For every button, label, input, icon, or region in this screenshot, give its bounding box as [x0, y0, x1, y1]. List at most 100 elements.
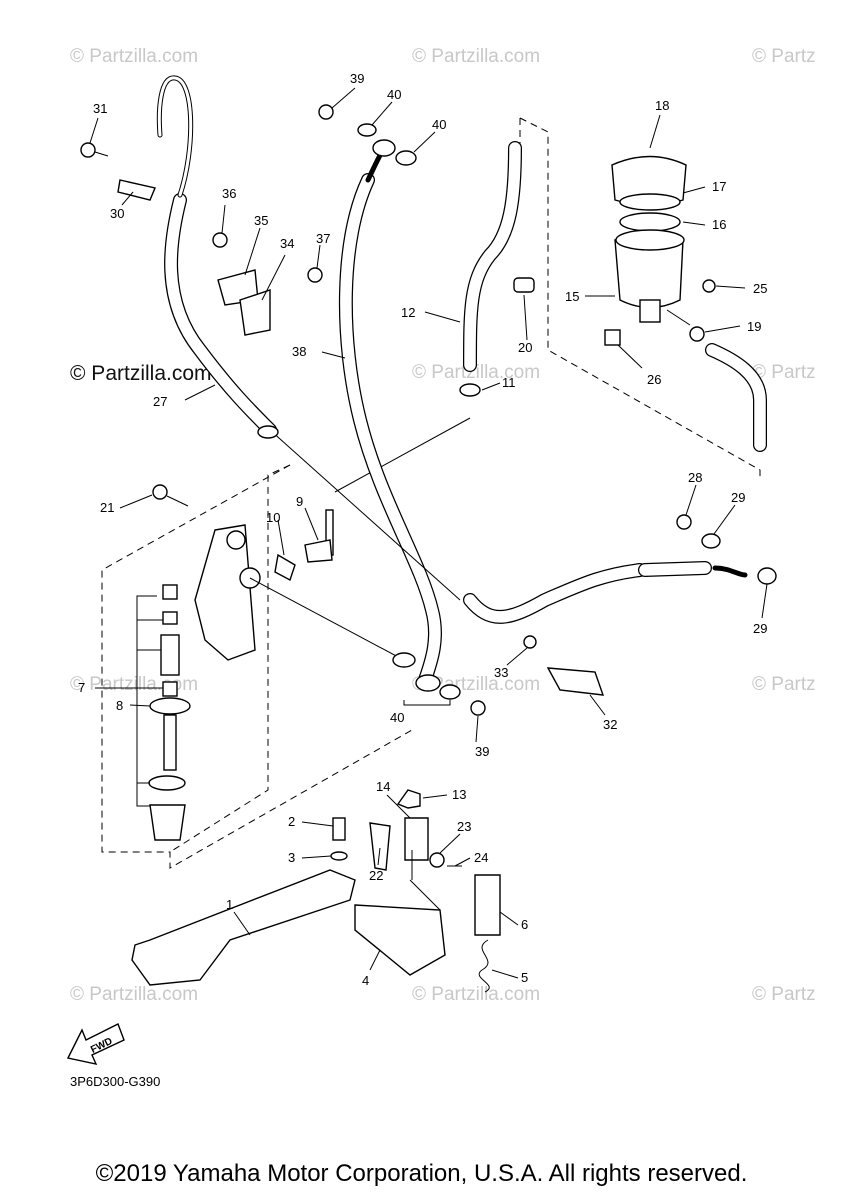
callout-11: 11 — [502, 375, 516, 390]
brake-pedal-1 — [131, 869, 356, 986]
leader-line — [589, 694, 606, 716]
bracket-30 — [117, 179, 156, 201]
callout-32: 32 — [603, 717, 617, 732]
callout-36: 36 — [222, 186, 236, 201]
leader-line — [377, 847, 381, 866]
leader-line — [371, 101, 393, 126]
callout-8: 8 — [116, 698, 123, 713]
callout-16: 16 — [712, 217, 726, 232]
leader-line — [506, 647, 528, 666]
fitting-9 — [304, 539, 333, 563]
callout-31: 31 — [93, 101, 107, 116]
watermark-text: © Partzilla.com — [412, 46, 540, 67]
leader-line — [491, 969, 519, 979]
callout-2: 2 — [288, 814, 295, 829]
lower-fittings — [392, 514, 777, 716]
push-rod — [163, 714, 177, 771]
leader-line — [331, 87, 356, 109]
leader-line — [413, 131, 436, 153]
callout-33: 33 — [494, 665, 508, 680]
watermark-text: © Partzilla.com — [412, 362, 540, 383]
master-cylinder-outline — [101, 464, 413, 869]
piston-8 — [149, 697, 191, 715]
bolt-shaft — [166, 495, 189, 507]
callout-40: 40 — [387, 87, 401, 102]
bolt-shaft — [666, 309, 691, 326]
callout-39: 39 — [350, 71, 364, 86]
pedal-assembly — [131, 789, 501, 993]
washer-40 — [439, 684, 461, 700]
banjo-fitting — [712, 565, 748, 578]
circlip — [148, 775, 186, 791]
washer-40 — [357, 123, 377, 137]
leader-line — [249, 577, 401, 659]
callout-17: 17 — [712, 179, 726, 194]
callout-5: 5 — [521, 970, 528, 985]
callout-37: 37 — [316, 231, 330, 246]
watermark-text: © Partz — [752, 46, 816, 67]
callout-40: 40 — [390, 710, 404, 725]
callout-39: 39 — [475, 744, 489, 759]
diagram-code: 3P6D300-G390 — [70, 1074, 160, 1089]
leader-line — [369, 949, 381, 971]
reservoir-outlet — [639, 299, 661, 323]
leader-line — [761, 583, 768, 619]
reservoir-assembly — [459, 155, 716, 397]
seal — [162, 611, 178, 625]
washer-29 — [757, 567, 777, 585]
callout-29: 29 — [731, 490, 745, 505]
leader-line — [386, 794, 411, 819]
callout-7: 7 — [78, 680, 85, 695]
hoses — [156, 75, 767, 687]
callout-23: 23 — [457, 819, 471, 834]
fwd-arrow-icon — [66, 1023, 125, 1065]
leader-line — [454, 857, 471, 867]
seal — [162, 681, 178, 697]
cylinder-port — [226, 530, 246, 550]
leader-line — [321, 351, 346, 359]
bolt-2 — [332, 817, 346, 841]
washer-3 — [330, 851, 348, 861]
leader-line — [424, 311, 461, 323]
callout-27: 27 — [153, 394, 167, 409]
bolt — [80, 142, 96, 158]
clevis-14 — [404, 817, 429, 861]
leader-line — [704, 325, 741, 333]
leader-line — [682, 221, 706, 226]
callout-35: 35 — [254, 213, 268, 228]
fwd-arrow: FWD — [66, 1023, 125, 1065]
leader-line — [269, 429, 461, 601]
leader-line — [221, 204, 226, 234]
leader-line — [304, 507, 319, 541]
nut-13 — [396, 789, 421, 809]
reservoir-diaphragm — [619, 212, 681, 232]
bolt-33 — [523, 635, 537, 649]
washer-29 — [701, 533, 721, 549]
leader-line — [121, 191, 134, 206]
leader-line — [475, 715, 479, 743]
seal — [162, 584, 178, 600]
hose-clamp — [689, 326, 705, 342]
banjo-fitting — [415, 674, 441, 692]
callout-6: 6 — [521, 917, 528, 932]
leader-line — [649, 114, 661, 149]
leader-line — [499, 911, 519, 926]
bracket-34 — [239, 289, 271, 336]
master-cylinder — [136, 484, 401, 841]
callout-38: 38 — [292, 344, 306, 359]
callout-3: 3 — [288, 850, 295, 865]
watermark-text: © Partz — [752, 362, 816, 383]
brake-hose-end — [639, 562, 711, 576]
callout-14: 14 — [376, 779, 390, 794]
bolt-shaft — [94, 151, 109, 157]
watermark-text: © Partzilla.com — [70, 984, 198, 1005]
callout-leaders — [89, 87, 768, 979]
leader-line — [481, 382, 501, 391]
leader-line — [244, 227, 261, 276]
callout-24: 24 — [474, 850, 488, 865]
leader-line — [301, 855, 332, 859]
leader-line — [682, 186, 706, 194]
leader-line — [439, 833, 461, 854]
callout-12: 12 — [401, 305, 415, 320]
